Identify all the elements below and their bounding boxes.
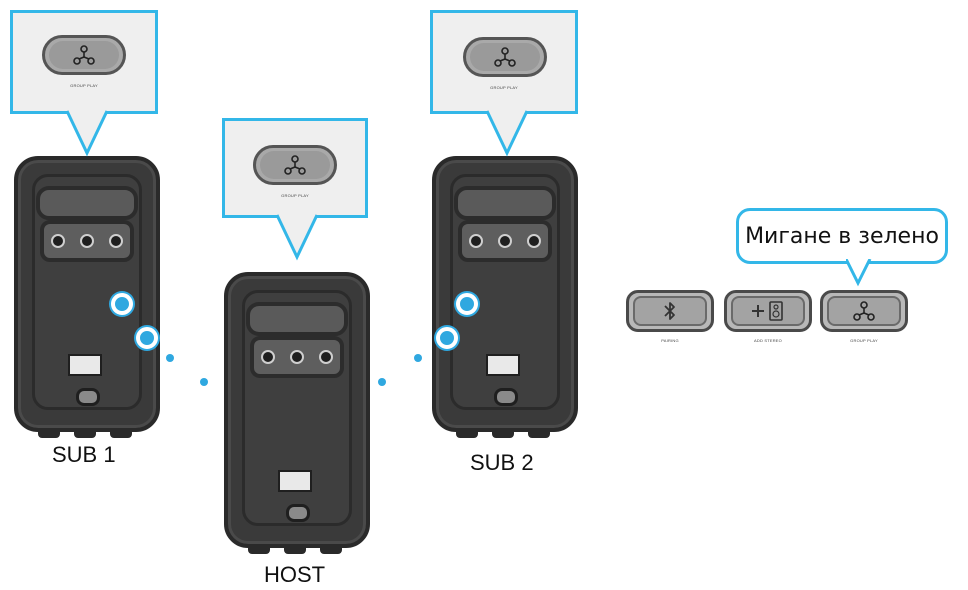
group-play-button [463,37,547,77]
speaker-top-slot [36,186,138,220]
add-stereo-caption: ADD STEREO [753,338,782,343]
label-sub2: SUB 2 [470,450,534,475]
add-stereo-button[interactable] [724,290,812,332]
speaker-label-plate [486,354,520,376]
speaker-control-panel [40,220,134,262]
group-play-button [42,35,126,75]
connection-dot [166,354,174,362]
speaker-label-plate [68,354,102,376]
led-indicator [136,327,158,349]
callout-sub1: GROUP PLAY [10,10,158,157]
connection-dot [378,378,386,386]
speaker-control-panel [458,220,552,262]
group-play-icon [853,301,875,321]
group-play-button-strip[interactable] [820,290,908,332]
button-caption: GROUP PLAY [70,83,98,88]
speaker-top-slot [454,186,556,220]
label-host: HOST [264,562,326,587]
led-indicator [436,327,458,349]
speaker-control-panel [250,336,344,378]
button-caption: GROUP PLAY [281,193,309,198]
group-play-button [253,145,337,185]
callout-tail [485,110,529,157]
speaker-top-slot [246,302,348,336]
speaker-label-plate [278,470,312,492]
status-callout: Мигане в зелено [736,208,948,264]
bluetooth-icon [664,302,675,320]
callout-sub2: GROUP PLAY [430,10,578,157]
status-text: Мигане в зелено [745,223,939,249]
callout-tail [275,214,319,261]
speaker-port [286,504,310,522]
group-play-icon [284,155,306,175]
group-play-icon [73,45,95,65]
callout-tail [65,110,109,157]
group-play-icon [494,47,516,67]
group-play-caption: GROUP PLAY [850,338,878,343]
connection-dot [414,354,422,362]
pairing-button[interactable] [626,290,714,332]
led-indicator [111,293,133,315]
speaker-sub2 [432,156,578,438]
speaker-port [494,388,518,406]
callout-host: GROUP PLAY [222,118,368,261]
speaker-host [224,272,370,554]
led-indicator [456,293,478,315]
button-caption: GROUP PLAY [490,85,518,90]
add-speaker-icon [752,301,783,321]
status-callout-tail [846,259,872,287]
speaker-sub1 [14,156,160,438]
label-sub1: SUB 1 [52,442,116,467]
pairing-caption: PAIRING [661,338,679,343]
connection-dot [200,378,208,386]
speaker-port [76,388,100,406]
